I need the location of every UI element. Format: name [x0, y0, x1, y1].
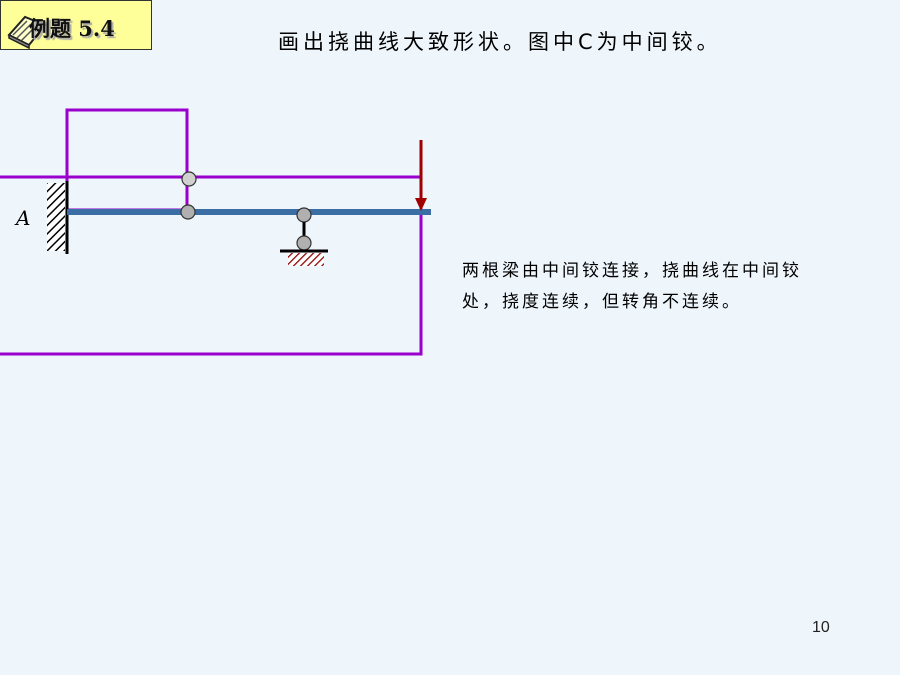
explanation-note: 两根梁由中间铰连接，挠曲线在中间铰处，挠度连续，但转角不连续。 [462, 261, 802, 312]
example-badge: 例题 5.4 [0, 0, 152, 50]
support-label-a: A [16, 206, 31, 230]
intermediate-hinge-icon [180, 171, 197, 220]
point-load-arrow-icon [415, 140, 427, 211]
book-icon [7, 15, 47, 49]
badge-text: 例题 5.4 [29, 16, 115, 41]
page-number: 10 [812, 619, 830, 636]
roller-support-icon [280, 207, 328, 266]
page-title: 画出挠曲线大致形状。图中C为中间铰。 [278, 30, 722, 54]
fixed-support-icon [47, 181, 69, 254]
